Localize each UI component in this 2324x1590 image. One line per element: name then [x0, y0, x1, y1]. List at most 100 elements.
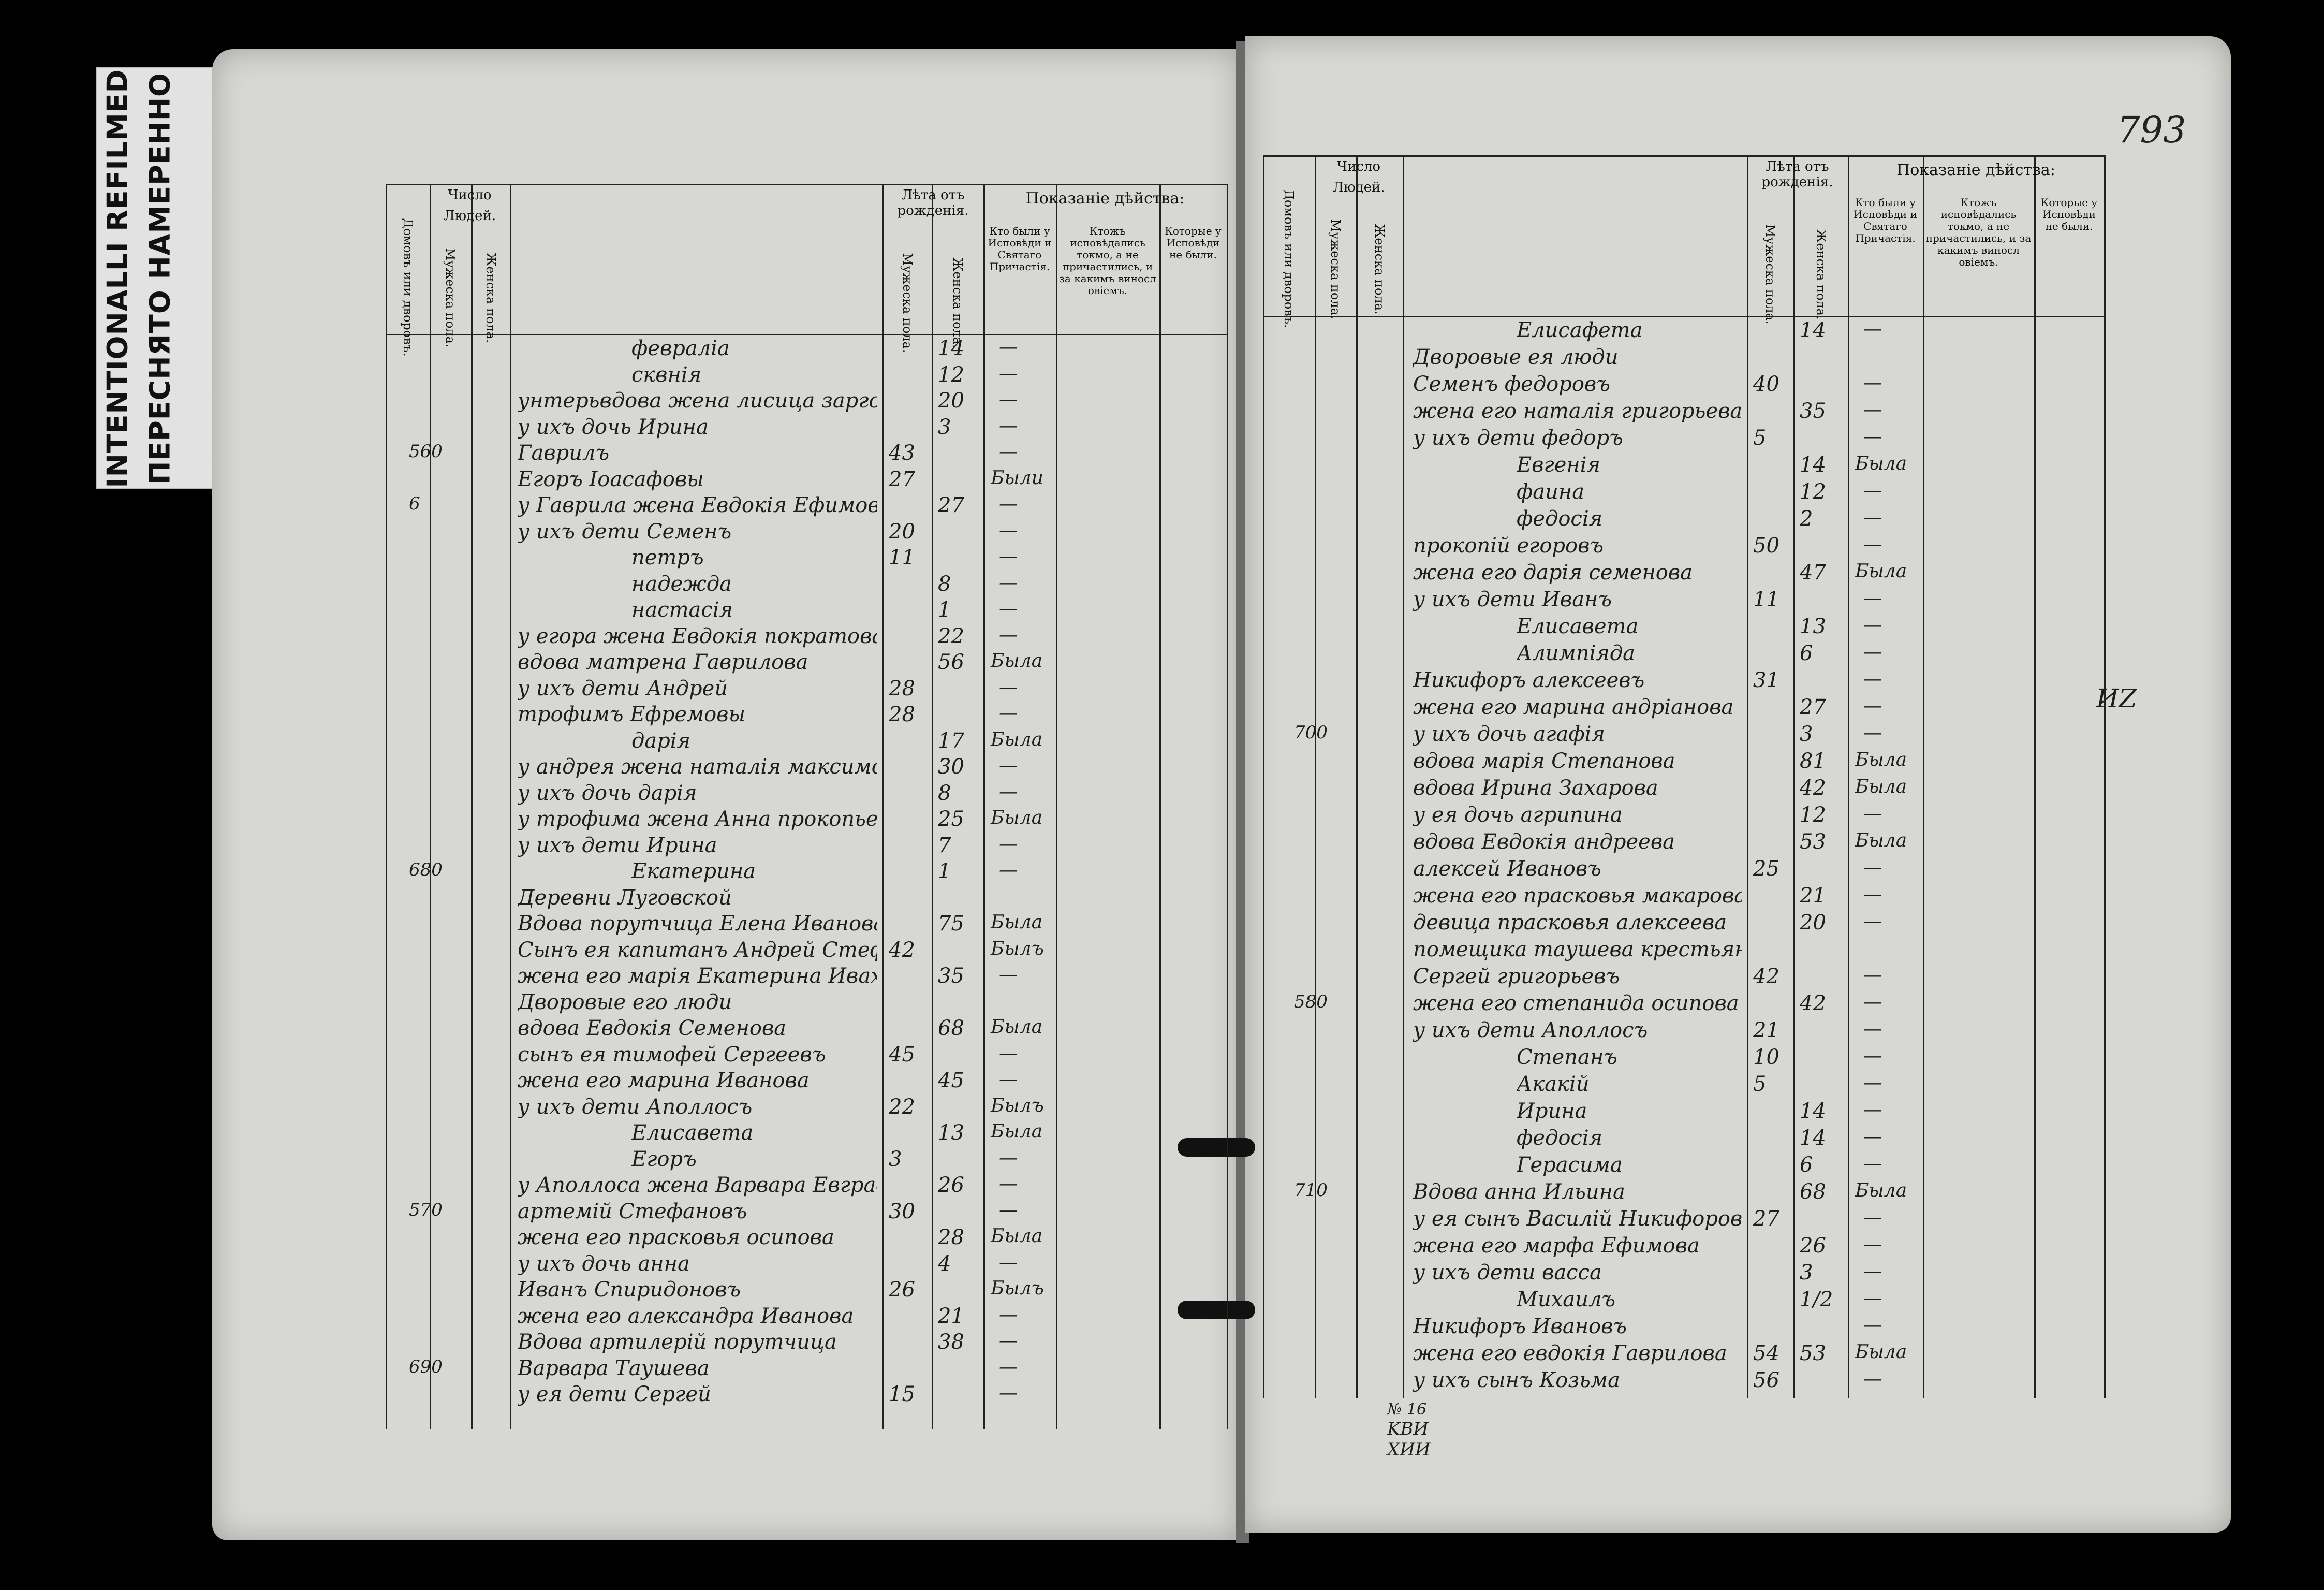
right-entry-name: помещика таушева крестьянъ и дворовые	[1413, 938, 1742, 961]
right-female-age: 81	[1800, 749, 1826, 773]
right-dash-mark: —	[1863, 480, 1882, 501]
right-col-rule	[1747, 155, 1748, 1398]
left-dash-mark: —	[999, 1199, 1018, 1221]
right-female-age: 14	[1800, 1126, 1826, 1150]
right-dash-mark: —	[1863, 1207, 1882, 1228]
left-female-age: 68	[938, 1016, 964, 1040]
left-col-rule	[386, 184, 387, 1429]
right-entry-name: у ихъ дети Иванъ	[1413, 588, 1612, 611]
right-col-rule	[1315, 155, 1316, 1398]
right-col-rule	[1848, 155, 1849, 1398]
right-dash-mark: —	[1863, 1234, 1882, 1255]
left-entry-name: петръ	[631, 546, 704, 570]
right-dash-mark: —	[1863, 426, 1882, 447]
binder-ring-upper	[1178, 1138, 1255, 1157]
left-entry-name: Елисавета	[631, 1121, 754, 1145]
left-dash-mark: —	[999, 1251, 1018, 1273]
left-entry-name: у ихъ дочь Ирина	[518, 415, 709, 439]
left-kto-byli-header: Кто были у Исповѣди и Святаго Причастія.	[988, 225, 1052, 273]
left-dash-mark: —	[999, 1304, 1018, 1325]
right-female-age: 21	[1800, 884, 1826, 908]
left-entry-name: жена его прасковья осипова	[518, 1226, 834, 1249]
right-male-age: 27	[1753, 1207, 1779, 1231]
left-confession-mark: Былъ	[991, 1278, 1044, 1299]
left-dash-mark: —	[999, 598, 1018, 619]
right-confession-mark: Была	[1855, 776, 1907, 797]
right-confession-mark: Была	[1855, 1180, 1907, 1201]
right-col-rule	[1356, 155, 1358, 1398]
right-entry-name: жена его марина андріанова	[1413, 695, 1734, 719]
right-dash-mark: —	[1863, 1072, 1882, 1093]
left-female-age: 1	[938, 859, 951, 883]
left-muzh-age-header: Мужеска пола.	[900, 253, 915, 353]
right-female-age: 2	[1800, 507, 1813, 531]
right-pokazanie-header: Показаніе дѣйства:	[1896, 161, 2055, 179]
left-dash-mark: —	[999, 781, 1018, 803]
left-male-age: 43	[889, 441, 915, 465]
left-entry-name: Егоръ	[631, 1147, 697, 1171]
left-entry-name: жена его марія Екатерина Ивахова	[518, 964, 877, 988]
left-dash-mark: —	[999, 1330, 1018, 1351]
right-entry-name: прокопій егоровъ	[1413, 534, 1604, 558]
left-ktozh-header: Ктожъ исповѣдались токмо, а не причастил…	[1059, 225, 1156, 297]
left-male-age: 3	[889, 1147, 902, 1171]
right-col-rule	[2104, 155, 2106, 1398]
right-zhen-age-header: Женска пола.	[1813, 229, 1828, 320]
right-lyudey-header: Людей.	[1332, 180, 1385, 195]
right-dash-mark: —	[1863, 507, 1882, 528]
right-dash-mark: —	[1863, 965, 1882, 986]
right-confession-mark: Была	[1855, 1341, 1907, 1363]
left-dash-mark: —	[999, 624, 1018, 646]
right-muzh-header: Мужеска пола.	[1328, 219, 1343, 319]
right-header-bottom-rule	[1263, 316, 2104, 317]
right-male-age: 10	[1753, 1045, 1779, 1069]
right-female-age: 1/2	[1800, 1288, 1833, 1311]
left-entry-name: вдова Евдокія Семенова	[518, 1016, 787, 1040]
left-col-rule	[1227, 184, 1228, 1429]
right-dash-mark: —	[1863, 1288, 1882, 1309]
left-female-age: 75	[938, 912, 964, 936]
refilmed-stamp: ПЕРЕСНЯТО НАМЕРЕННО INTENTIONALLI REFILM…	[96, 67, 223, 489]
left-female-age: 35	[938, 964, 964, 988]
right-entry-name: Ирина	[1517, 1099, 1587, 1123]
left-dash-mark: —	[999, 519, 1018, 541]
left-kotorye-header: Которые у Исповѣди не были.	[1165, 225, 1222, 261]
bottom-note-3: XИИ	[1387, 1439, 1431, 1460]
left-entry-name: у андрея жена наталія максимова	[518, 755, 877, 779]
left-dash-mark: —	[999, 493, 1018, 515]
left-entry-name: у ихъ дочь дарія	[518, 781, 697, 805]
right-dash-mark: —	[1863, 588, 1882, 609]
right-dash-mark: —	[1863, 668, 1882, 690]
right-dash-mark: —	[1863, 722, 1882, 743]
left-female-age: 14	[938, 337, 964, 360]
right-entry-name: у ихъ сынъ Козьма	[1413, 1368, 1620, 1392]
right-entry-name: Евгенія	[1517, 453, 1600, 477]
left-entry-name: настасія	[631, 598, 733, 622]
right-entry-name: у ея сынъ Василій Никифоровъ	[1413, 1207, 1742, 1231]
right-female-age: 14	[1800, 1099, 1826, 1123]
right-female-age: 12	[1800, 803, 1826, 827]
right-entry-name: Елисавета	[1517, 615, 1639, 638]
page-number: 793	[2117, 109, 2186, 151]
right-entry-name: Никифоръ алексеевъ	[1413, 668, 1645, 692]
right-dash-mark: —	[1863, 372, 1882, 393]
right-entry-name: вдова Евдокія андреева	[1413, 830, 1675, 854]
right-header-top-rule	[1263, 155, 2104, 157]
right-dash-mark: —	[1863, 1099, 1882, 1120]
right-female-age: 47	[1800, 561, 1826, 585]
right-entry-name: жена его наталія григорьева	[1413, 399, 1742, 423]
left-dash-mark: —	[999, 703, 1018, 724]
left-dash-mark: —	[999, 833, 1018, 855]
left-domov-header: Домовъ или дворовъ.	[400, 218, 415, 357]
left-female-age: 17	[938, 728, 964, 753]
right-female-age: 53	[1800, 1341, 1826, 1365]
left-entry-name: у трофима жена Анна прокопьева	[518, 807, 877, 831]
right-entry-name: Акакій	[1517, 1072, 1590, 1096]
right-entry-name: жена его евдокія Гаврилова	[1413, 1341, 1727, 1365]
right-female-age: 3	[1800, 722, 1813, 746]
right-dash-mark: —	[1863, 318, 1882, 340]
left-male-age: 27	[889, 467, 915, 491]
left-dash-mark: —	[999, 1147, 1018, 1169]
left-female-age: 25	[938, 807, 964, 831]
right-entry-name: жена его дарія семенова	[1413, 561, 1693, 585]
